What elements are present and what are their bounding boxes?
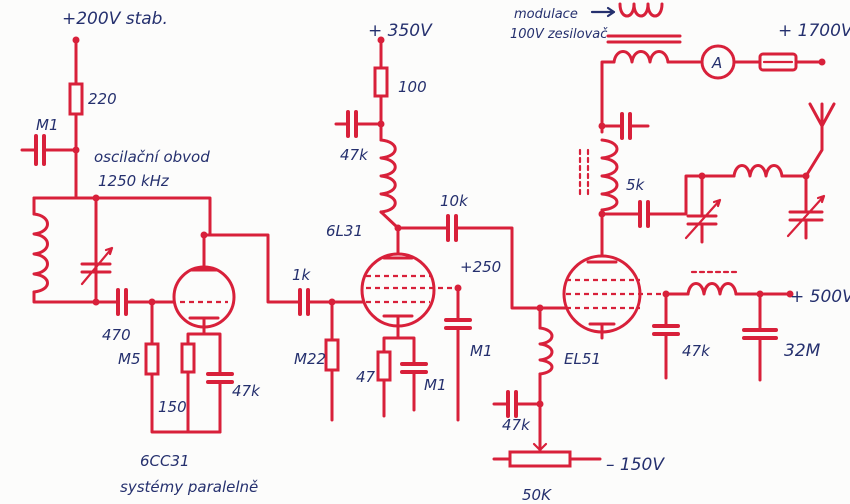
- resistor-100-label: 100: [398, 78, 427, 96]
- capacitor-470-label: 470: [102, 326, 131, 344]
- capacitor-32m-label: 32M: [784, 341, 821, 361]
- screen-supply-label: + 500V: [790, 287, 850, 307]
- capacitor-1k-label: 1k: [292, 266, 312, 284]
- oscillator-coil: [32, 212, 49, 294]
- tank-node-top: [92, 194, 100, 202]
- screen-choke: [686, 282, 738, 296]
- driver-supply-label: + 350V: [368, 21, 433, 41]
- oscillator-circuit-label-2: 1250 kHz: [98, 172, 170, 190]
- pi-cap-in-arrow: [684, 198, 722, 240]
- resistor-m5: [144, 342, 160, 376]
- osc-supply-label: +200V stab.: [62, 9, 168, 29]
- final-tube-label: EL51: [564, 350, 601, 368]
- osc-ground-bus: [150, 372, 222, 434]
- final-supply-terminal: [818, 58, 826, 66]
- oscillator-tube-note: systémy paralelně: [120, 478, 258, 496]
- capacitor-47k-fin-label: 47k: [682, 342, 711, 360]
- bias-network: [492, 304, 602, 468]
- meter-label: A: [711, 54, 722, 72]
- driver-cathode-bypass-lead: [396, 336, 416, 364]
- tank-bottom-wire: [32, 290, 98, 304]
- resistor-220: [68, 82, 84, 116]
- potentiometer-wiper: [532, 428, 548, 452]
- oscillator-output-wire: [202, 233, 300, 304]
- resistor-m22-label: M22: [294, 350, 326, 368]
- pi-network-coil: [732, 164, 784, 178]
- bias-rf-choke: [538, 326, 554, 376]
- resistor-47: [376, 350, 392, 382]
- driver-stage: [298, 36, 568, 422]
- capacitor-m1-g2-label: M1: [470, 342, 493, 360]
- potentiometer-50k: [508, 450, 572, 468]
- osc-cathode-bypass-lead: [202, 332, 222, 374]
- final-tank-coil: [600, 138, 619, 212]
- capacitor-47k-bias-label: 47k: [502, 416, 531, 434]
- modulation-secondary-coil: [612, 50, 670, 64]
- resistor-m22: [324, 338, 340, 372]
- resistor-47-label: 47: [356, 368, 376, 386]
- oscillator-tube-label: 6CC31: [140, 452, 190, 470]
- final-supply-label: + 1700V: [778, 21, 850, 41]
- modulation-to-tank-wire: [600, 60, 616, 134]
- driver-cathode-lead: [382, 314, 400, 354]
- driver-anode-lead: [379, 210, 400, 260]
- capacitor-10k-label: 10k: [440, 192, 469, 210]
- modulation-label-line1: modulace: [514, 7, 578, 22]
- capacitor-m1-top-label: M1: [36, 116, 59, 134]
- antenna-feed: [804, 124, 824, 178]
- pi-cap-out-arrow: [786, 194, 826, 238]
- oscillator-circuit-label-1: oscilační obvod: [94, 148, 210, 166]
- labels: +200V stab. + 350V + 1700V + 500V +250 –…: [36, 6, 850, 504]
- capacitor-m1-cath-label: M1: [424, 376, 447, 394]
- oscillator-cathode-lead: [186, 316, 206, 346]
- oscillator-stage: [20, 36, 300, 434]
- modulation-arrow: [590, 6, 616, 18]
- screen-supply-terminal: [786, 290, 794, 298]
- final-stage: [562, 2, 836, 382]
- resistor-220-label: 220: [88, 90, 117, 108]
- bias-supply-label: – 150V: [606, 455, 665, 475]
- capacitor-47k-drv-label: 47k: [340, 146, 369, 164]
- capacitor-5k-label: 5k: [626, 176, 646, 194]
- driver-tube-label: 6L31: [326, 222, 363, 240]
- tank-top-wire: [32, 196, 212, 237]
- antenna-icon: [808, 102, 836, 128]
- modulation-primary-coil: [618, 2, 664, 18]
- modulation-label-line2: 100V zesilovač: [510, 27, 608, 42]
- resistor-m5-label: M5: [118, 350, 141, 368]
- capacitor-47k-osc-label: 47k: [232, 382, 261, 400]
- driver-rf-choke: [379, 138, 397, 214]
- potentiometer-50k-label: 50K: [522, 486, 552, 504]
- pi-network-input-wire: [646, 174, 704, 216]
- resistor-150-label: 150: [158, 398, 187, 416]
- g2-note-label: +250: [460, 258, 501, 276]
- resistor-150: [180, 342, 196, 374]
- resistor-100: [373, 66, 389, 98]
- tank-variable-arrow: [80, 246, 114, 286]
